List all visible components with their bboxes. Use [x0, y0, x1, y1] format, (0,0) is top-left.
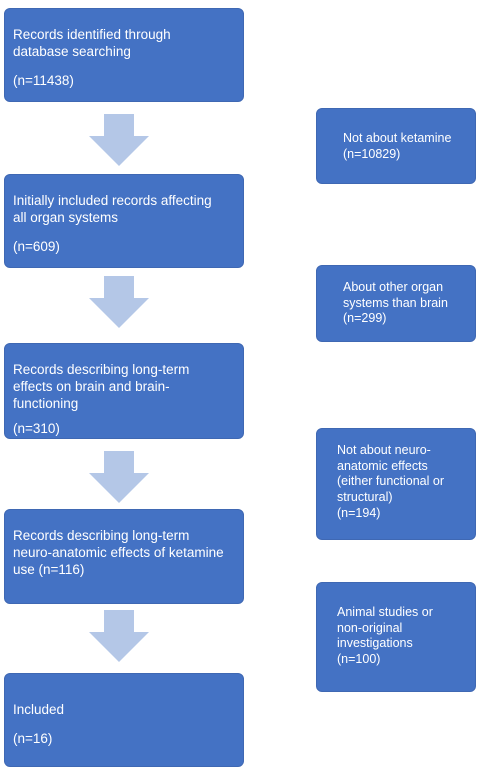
exclusion-box-not-neuro-anatomic: Not about neuro- anatomic effects (eithe… [316, 428, 476, 540]
flow-box-count: (n=310) [13, 420, 60, 436]
exclusion-box-animal-studies: Animal studies or non-original investiga… [316, 582, 476, 692]
flow-box-long-term-brain: Records describing long-term effects on … [4, 343, 244, 439]
flow-box-neuro-anatomic: Records describing long-term neuro-anato… [4, 509, 244, 604]
flow-box-text: Records describing long-term neuro-anato… [13, 528, 224, 577]
flow-box-text: Included [13, 702, 65, 717]
down-arrow-icon [89, 610, 149, 662]
exclusion-box-text: Not about ketamine (n=10829) [343, 131, 452, 161]
flow-box-count: (n=609) [13, 238, 60, 254]
flow-box-text: Records identified through database sear… [13, 27, 171, 59]
exclusion-box-text: Not about neuro- anatomic effects (eithe… [337, 443, 445, 520]
down-arrow-icon [89, 276, 149, 328]
flow-box-initially-included: Initially included records affecting all… [4, 174, 244, 268]
flow-box-text: Initially included records affecting all… [13, 193, 212, 225]
flow-box-count: (n=16) [13, 730, 53, 746]
down-arrow-icon [89, 451, 149, 503]
flow-box-identified: Records identified through database sear… [4, 8, 244, 102]
down-arrow-icon [89, 114, 149, 166]
exclusion-box-not-ketamine: Not about ketamine (n=10829) [316, 108, 476, 184]
flow-box-included: Included (n=16) [4, 673, 244, 767]
flow-box-text: Records describing long-term effects on … [13, 362, 190, 411]
exclusion-box-text: Animal studies or non-original investiga… [337, 605, 433, 666]
exclusion-box-text: About other organ systems than brain (n=… [343, 280, 448, 326]
flow-box-count: (n=11438) [13, 72, 74, 88]
exclusion-box-other-organs: About other organ systems than brain (n=… [316, 265, 476, 342]
